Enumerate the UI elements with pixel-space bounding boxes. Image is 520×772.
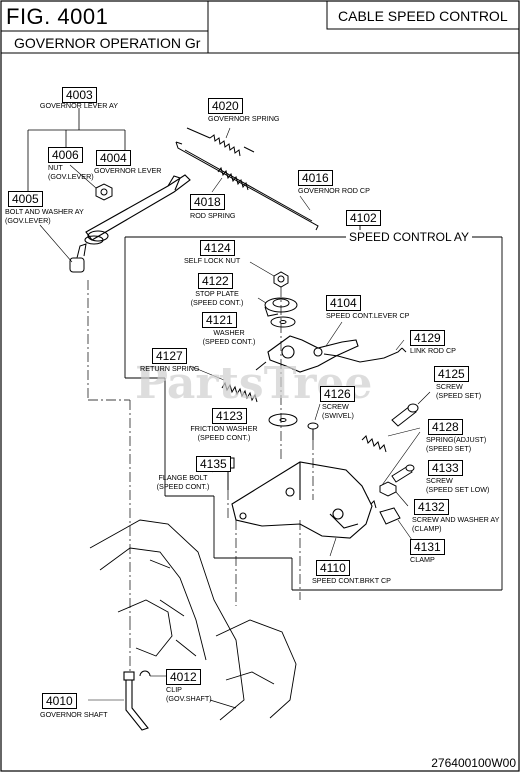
friction-washer [268, 413, 298, 427]
part-number-4018[interactable]: 4018 [190, 194, 225, 210]
screw-speed-set-low [391, 464, 415, 483]
title-box [326, 0, 520, 30]
part-number-4128[interactable]: 4128 [428, 419, 463, 435]
washer-4121 [270, 316, 296, 328]
governor-rod [175, 141, 319, 231]
part-desc-4016: GOVERNOR ROD CP [298, 186, 370, 195]
speed-control-frame [124, 224, 503, 591]
swivel-screw [307, 403, 321, 440]
part-number-4003[interactable]: 4003 [62, 87, 97, 103]
speed-cont-lever [267, 321, 359, 373]
part-desc-4129: LINK ROD CP [410, 346, 456, 355]
part-number-4010[interactable]: 4010 [42, 693, 77, 709]
part-desc-4123: FRICTION WASHER (SPEED CONT.) [190, 424, 258, 442]
part-desc-4012: CLIP (GOV.SHAFT) [166, 685, 212, 703]
stop-plate [257, 297, 298, 317]
part-desc-4135: FLANGE BOLT (SPEED CONT.) [156, 473, 210, 491]
nut-4006 [69, 164, 113, 201]
engine-casting [89, 519, 297, 721]
part-desc-4124: SELF LOCK NUT [184, 256, 241, 265]
part-desc-4006: NUT (GOV.LEVER) [48, 163, 94, 181]
clamp-parts [379, 481, 413, 541]
figure-number: FIG. 4001 [6, 4, 109, 29]
bolt-4005 [39, 224, 87, 273]
part-number-4123[interactable]: 4123 [212, 408, 247, 424]
link-rod [323, 339, 407, 363]
part-desc-4131: CLAMP [410, 555, 435, 564]
bracket-4003 [27, 108, 126, 192]
part-desc-4126: SCREW (SWIVEL) [322, 402, 354, 420]
part-number-4133[interactable]: 4133 [428, 460, 463, 476]
part-number-4129[interactable]: 4129 [410, 330, 445, 346]
part-number-4020[interactable]: 4020 [208, 98, 243, 114]
part-desc-4018: ROD SPRING [190, 211, 236, 220]
part-desc-4003: GOVERNOR LEVER AY [39, 101, 119, 110]
part-desc-4010: GOVERNOR SHAFT [40, 710, 108, 719]
clip-gov-shaft [139, 670, 166, 677]
part-number-4110[interactable]: 4110 [316, 560, 350, 576]
part-desc-4104: SPEED CONT.LEVER CP [326, 311, 410, 320]
part-desc-4125: SCREW (SPEED SET) [436, 382, 482, 400]
part-desc-4133: SCREW (SPEED SET LOW) [426, 476, 490, 494]
part-number-4102[interactable]: 4102 [346, 210, 381, 226]
drawing-code: 276400100W00 [431, 756, 516, 770]
part-desc-4128: SPRING(ADJUST) (SPEED SET) [426, 435, 487, 453]
part-desc-4132: SCREW AND WASHER AY (CLAMP) [412, 515, 500, 533]
part-desc-4005: BOLT AND WASHER AY (GOV.LEVER) [5, 207, 84, 225]
speed-cont-bracket [231, 461, 373, 557]
part-number-4125[interactable]: 4125 [434, 366, 469, 382]
part-number-4132[interactable]: 4132 [414, 499, 449, 515]
part-number-4121[interactable]: 4121 [202, 312, 237, 328]
assembly-lines [87, 280, 314, 672]
figure-title: CABLE SPEED CONTROL [338, 8, 508, 24]
speed-control-assembly-label: SPEED CONTROL AY [346, 230, 473, 244]
part-number-4005[interactable]: 4005 [8, 191, 43, 207]
part-desc-4020: GOVERNOR SPRING [208, 114, 280, 123]
part-desc-4122: STOP PLATE (SPEED CONT.) [190, 289, 244, 307]
governor-spring [186, 127, 255, 157]
part-number-4104[interactable]: 4104 [326, 295, 361, 311]
rod-spring [211, 166, 249, 193]
governor-shaft [88, 671, 149, 731]
part-number-4131[interactable]: 4131 [410, 539, 445, 555]
return-spring [189, 361, 267, 403]
part-desc-4127: RETURN SPRING [140, 364, 200, 373]
part-number-4016[interactable]: 4016 [298, 170, 333, 186]
part-number-4126[interactable]: 4126 [320, 386, 355, 402]
subtitle-box [0, 30, 209, 54]
part-number-4012[interactable]: 4012 [166, 669, 201, 685]
self-lock-nut [249, 261, 289, 288]
screw-speed-set [391, 391, 431, 427]
part-number-4004[interactable]: 4004 [96, 150, 131, 166]
part-number-4122[interactable]: 4122 [198, 273, 233, 289]
part-desc-4121: WASHER (SPEED CONT.) [202, 328, 256, 346]
part-number-4006[interactable]: 4006 [48, 147, 83, 163]
figure-subtitle: GOVERNOR OPERATION Gr [14, 35, 201, 51]
part-desc-4110: SPEED CONT.BRKT CP [312, 576, 391, 585]
part-number-4124[interactable]: 4124 [200, 240, 235, 256]
part-number-4127[interactable]: 4127 [152, 348, 187, 364]
governor-lever [84, 174, 191, 245]
part-number-4135[interactable]: 4135 [196, 456, 231, 472]
part-desc-4004: GOVERNOR LEVER [94, 166, 162, 175]
